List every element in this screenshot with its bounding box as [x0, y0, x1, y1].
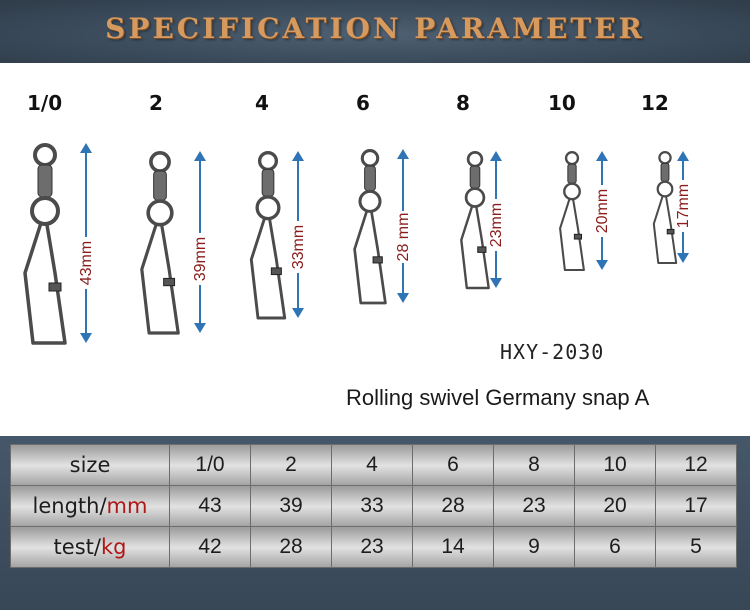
swivel-snap-illustration: [249, 150, 287, 320]
product-description: Rolling swivel Germany snap A: [346, 385, 650, 410]
table-cell: 8: [493, 444, 575, 486]
table-cell: 9: [493, 526, 575, 568]
dimension-label: 39mm: [192, 237, 209, 281]
table-cell: 14: [412, 526, 494, 568]
table-cell: 33: [331, 485, 413, 527]
spec-table: size 1/0 2 4 6 8 10 12 length/mm 43 39 3…: [10, 444, 737, 568]
size-label: 10: [548, 91, 576, 115]
swivel-snap-illustration: [140, 150, 180, 335]
table-cell: 28: [250, 526, 332, 568]
header-banner: SPECIFICATION PARAMETER: [0, 0, 750, 63]
dimension-arrow: 39mm: [192, 151, 209, 333]
size-label: 4: [255, 91, 269, 115]
table-cell: 23: [331, 526, 413, 568]
table-cell: 1/0: [169, 444, 251, 486]
length-header: length/: [32, 494, 107, 518]
swivel-snap-illustration: [652, 151, 678, 264]
table-cell: 20: [574, 485, 656, 527]
size-label: 8: [456, 91, 470, 115]
table-cell: 10: [574, 444, 656, 486]
table-cell: 4: [331, 444, 413, 486]
size-label: 6: [356, 91, 370, 115]
swivel-snap-illustration: [23, 143, 67, 345]
dimension-label: 33mm: [290, 225, 307, 269]
swivel-snap-illustration: [460, 151, 490, 290]
page-title: SPECIFICATION PARAMETER: [105, 12, 645, 45]
table-row-test: test/kg 42 28 23 14 9 6 5: [10, 526, 737, 568]
swivel-snap-illustration: [559, 151, 585, 272]
dimension-arrow: 17mm: [675, 151, 692, 263]
row-header-test: test/kg: [10, 526, 170, 568]
model-number: HXY-2030: [500, 340, 605, 364]
table-cell: 28: [412, 485, 494, 527]
dimension-arrow: 20mm: [594, 151, 611, 270]
dimension-label: 20mm: [594, 189, 611, 233]
table-cell: 2: [250, 444, 332, 486]
table-cell: 43: [169, 485, 251, 527]
table-cell: 23: [493, 485, 575, 527]
spec-table-area: size 1/0 2 4 6 8 10 12 length/mm 43 39 3…: [0, 436, 750, 610]
dimension-label: 17mm: [675, 184, 692, 228]
table-cell: 42: [169, 526, 251, 568]
row-header-size: size: [10, 444, 170, 486]
dimension-label: 28 mm: [395, 213, 412, 262]
table-row-length: length/mm 43 39 33 28 23 20 17: [10, 485, 737, 527]
size-label: 1/0: [27, 91, 63, 115]
product-image-panel: 1/0 2 4 6 8 10 12 43mm 39mm 33mm 28 mm 23mm 2…: [0, 63, 750, 436]
table-cell: 17: [655, 485, 737, 527]
swivel-snap-illustration: [353, 149, 387, 305]
table-cell: 39: [250, 485, 332, 527]
test-header: test/: [53, 535, 101, 559]
dimension-arrow: 28 mm: [395, 149, 412, 303]
dimension-arrow: 33mm: [290, 151, 307, 318]
row-header-length: length/mm: [10, 485, 170, 527]
table-cell: 6: [412, 444, 494, 486]
table-row-size: size 1/0 2 4 6 8 10 12: [10, 444, 737, 486]
table-cell: 6: [574, 526, 656, 568]
test-unit: kg: [100, 535, 127, 559]
size-label: 12: [641, 91, 669, 115]
size-label: 2: [149, 91, 163, 115]
dimension-label: 23mm: [488, 203, 505, 247]
length-unit: mm: [106, 494, 148, 518]
dimension-arrow: 23mm: [488, 151, 505, 288]
table-cell: 5: [655, 526, 737, 568]
dimension-arrow: 43mm: [78, 143, 95, 343]
dimension-label: 43mm: [78, 241, 95, 285]
swivel-illustrations: 43mm 39mm 33mm 28 mm 23mm 20mm 17mm: [23, 143, 692, 345]
table-cell: 12: [655, 444, 737, 486]
